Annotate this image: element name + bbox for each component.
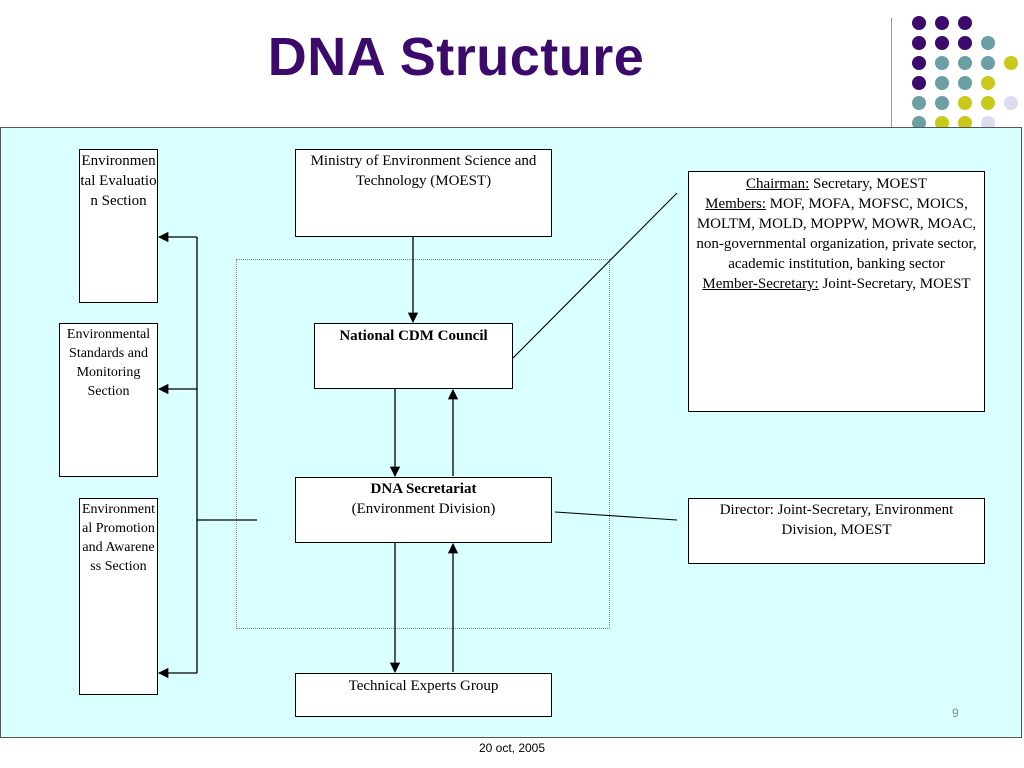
director-info-box: Director: Joint-Secretary, Environment D… xyxy=(688,498,985,564)
decorative-dot xyxy=(958,56,972,70)
secretariat-subtitle: (Environment Division) xyxy=(351,501,496,517)
chairman-value: Secretary, MOEST xyxy=(809,176,928,192)
decorative-dot xyxy=(981,56,995,70)
dna-secretariat-box: DNA Secretariat (Environment Division) xyxy=(295,477,552,543)
chairman-label: Chairman: xyxy=(745,176,810,192)
decorative-dot xyxy=(935,96,949,110)
council-label: National CDM Council xyxy=(339,328,488,344)
members-label: Members: xyxy=(705,196,766,212)
members-value: MOF, MOFA, MOFSC, MOICS, MOLTM, MOLD, MO… xyxy=(696,196,977,272)
decorative-dot xyxy=(1004,56,1018,70)
decorative-dot xyxy=(912,56,926,70)
promotion-section-box: Environmental Promotion and Awareness Se… xyxy=(79,498,158,695)
moest-label: Ministry of Environment Science and Tech… xyxy=(310,153,537,189)
experts-label: Technical Experts Group xyxy=(348,678,499,694)
page-number: 9 xyxy=(952,706,959,720)
decorative-dot xyxy=(1004,96,1018,110)
council-info-box: Chairman: Secretary, MOEST Members: MOF,… xyxy=(688,171,985,412)
footer-date: 20 oct, 2005 xyxy=(478,741,546,755)
national-cdm-council-box: National CDM Council xyxy=(314,323,513,389)
decorative-dot xyxy=(935,16,949,30)
decorative-dot xyxy=(958,76,972,90)
decorative-dot xyxy=(958,96,972,110)
decorative-vertical-line xyxy=(891,18,892,166)
evaluation-section-box: Environmental Evaluation Section xyxy=(79,149,158,303)
decorative-dot xyxy=(958,116,972,130)
promotion-label: Environmental Promotion and Awareness Se… xyxy=(81,502,156,574)
decorative-dot xyxy=(912,96,926,110)
decorative-dot xyxy=(912,36,926,50)
standards-label: Environmental Standards and Monitoring S… xyxy=(66,327,151,399)
decorative-dot xyxy=(935,56,949,70)
decorative-dot xyxy=(981,116,995,130)
moest-box: Ministry of Environment Science and Tech… xyxy=(295,149,552,237)
member-secretary-label: Member-Secretary: xyxy=(702,276,819,292)
slide-title: DNA Structure xyxy=(267,27,645,87)
decorative-dot xyxy=(935,116,949,130)
decorative-dot xyxy=(981,36,995,50)
decorative-dot xyxy=(981,76,995,90)
decorative-dot xyxy=(912,16,926,30)
decorative-dot xyxy=(981,96,995,110)
standards-section-box: Environmental Standards and Monitoring S… xyxy=(59,323,158,477)
member-secretary-value: Joint-Secretary, MOEST xyxy=(818,276,971,292)
technical-experts-box: Technical Experts Group xyxy=(295,673,552,717)
decorative-dot xyxy=(958,36,972,50)
dna-dotted-frame xyxy=(236,259,610,629)
director-label: Director: Joint-Secretary, Environment D… xyxy=(719,502,954,538)
decorative-dot xyxy=(935,76,949,90)
secretariat-title: DNA Secretariat xyxy=(370,481,477,497)
decorative-dot xyxy=(935,36,949,50)
decorative-dot xyxy=(912,116,926,130)
decorative-dot xyxy=(912,76,926,90)
decorative-dot xyxy=(958,16,972,30)
evaluation-label: Environmental Evaluation Section xyxy=(80,153,157,209)
